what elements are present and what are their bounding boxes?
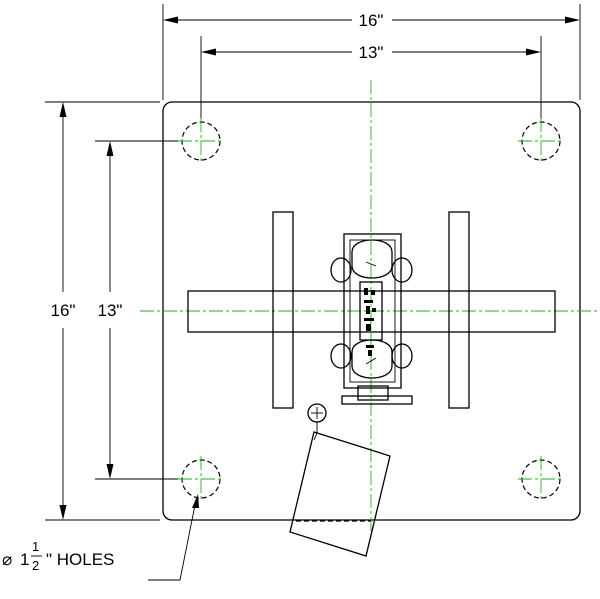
holes-note-text: " HOLES xyxy=(46,550,114,569)
holes-leader xyxy=(148,494,199,581)
clamp-top-eye xyxy=(351,239,393,279)
dimension-top-16: 16" xyxy=(163,11,580,30)
dimension-top-13: 13" xyxy=(201,43,541,62)
left-stiffener xyxy=(272,211,294,409)
hole-top-right xyxy=(518,118,564,164)
clamp-bottom-eye xyxy=(351,339,393,379)
plate-height-label: 16" xyxy=(51,301,76,320)
cross-bar xyxy=(187,290,556,333)
diameter-symbol: ⌀ xyxy=(2,550,12,569)
dimension-left-16: 16" xyxy=(51,102,76,520)
clamp-assembly xyxy=(330,233,413,405)
extension-lines xyxy=(45,4,581,521)
hole-top-left xyxy=(178,118,224,164)
dimension-left-13: 13" xyxy=(98,141,123,479)
hole-bottom-left xyxy=(178,456,224,502)
holes-note: ⌀ 1 1 2 " HOLES xyxy=(2,539,114,573)
plate-width-label: 16" xyxy=(359,11,384,30)
holes-fraction-denominator: 2 xyxy=(32,558,39,573)
hole-spacing-height-label: 13" xyxy=(98,301,123,320)
hole-bottom-right xyxy=(518,456,564,502)
right-stiffener xyxy=(448,211,470,409)
clamp-markings xyxy=(364,288,376,356)
tag-card xyxy=(289,431,391,557)
hole-spacing-width-label: 13" xyxy=(359,43,384,62)
mounting-holes xyxy=(178,118,564,502)
holes-fraction-numerator: 1 xyxy=(32,539,39,554)
holes-whole-number: 1 xyxy=(20,550,29,569)
hang-tag xyxy=(289,403,391,557)
